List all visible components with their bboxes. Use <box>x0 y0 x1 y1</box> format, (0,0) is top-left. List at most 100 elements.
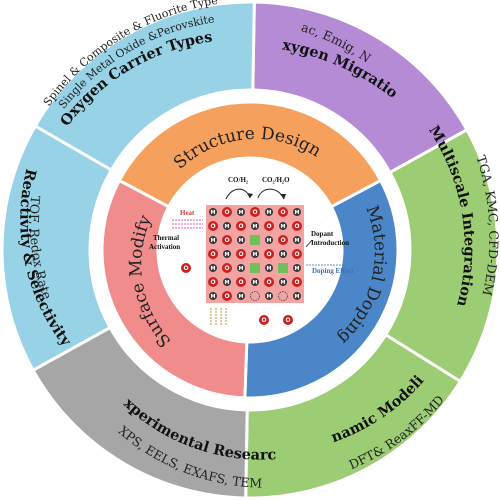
metal-atom <box>209 236 217 244</box>
metal-symbol: M <box>225 224 230 230</box>
metal-atom <box>237 264 245 272</box>
metal-symbol: M <box>281 280 286 286</box>
oxygen-symbol: O <box>224 237 229 244</box>
metal-symbol: M <box>211 266 216 272</box>
metal-atom <box>223 250 231 258</box>
metal-atom <box>209 292 217 300</box>
metal-symbol: M <box>211 210 216 216</box>
metal-symbol: M <box>267 266 272 272</box>
metal-symbol: M <box>239 266 244 272</box>
escaped-oxygen-3-symbol: O <box>285 317 290 324</box>
oxygen-atom <box>264 221 274 231</box>
oxygen-symbol: O <box>294 223 299 230</box>
metal-symbol: M <box>253 280 258 286</box>
oxygen-symbol: O <box>224 293 229 300</box>
oxygen-symbol: O <box>224 209 229 216</box>
metal-symbol: M <box>211 294 216 300</box>
oxygen-atom <box>222 291 232 301</box>
metal-atom <box>223 222 231 230</box>
oxygen-atom <box>208 277 218 287</box>
metal-symbol: M <box>253 252 258 258</box>
oxygen-atom <box>278 235 288 245</box>
metal-atom <box>265 208 273 216</box>
diffusion-arrows <box>210 307 227 325</box>
heat-arrows <box>172 219 203 229</box>
reactant-arrowhead <box>247 193 253 198</box>
oxygen-vacancy <box>250 291 260 301</box>
oxygen-atom <box>292 221 302 231</box>
oxygen-atom <box>264 249 274 259</box>
oxygen-atom <box>264 277 274 287</box>
oxygen-atom <box>222 207 232 217</box>
metal-atom <box>251 250 259 258</box>
oxygen-symbol: O <box>266 223 271 230</box>
oxygen-symbol: O <box>238 251 243 258</box>
oxygen-atom <box>236 221 246 231</box>
metal-atom <box>279 250 287 258</box>
escaped-oxygen-1-symbol: O <box>183 265 188 272</box>
escaped-oxygen-1 <box>181 263 191 273</box>
dopant-label: Dopant <box>311 230 334 238</box>
oxygen-vacancy <box>278 291 288 301</box>
metal-atom <box>209 264 217 272</box>
oxygen-atom <box>292 277 302 287</box>
dopant-site <box>250 235 260 245</box>
oxygen-symbol: O <box>238 279 243 286</box>
metal-atom <box>293 236 301 244</box>
metal-symbol: M <box>295 210 300 216</box>
oxygen-symbol: O <box>280 237 285 244</box>
product-label: CO₂/H₂O <box>262 176 290 184</box>
metal-atom <box>251 278 259 286</box>
oxygen-symbol: O <box>210 251 215 258</box>
metal-symbol: M <box>295 238 300 244</box>
oxygen-symbol: O <box>294 251 299 258</box>
metal-atom <box>251 222 259 230</box>
metal-atom <box>237 208 245 216</box>
oxygen-symbol: O <box>210 279 215 286</box>
metal-atom <box>293 208 301 216</box>
dopant-pointer <box>305 239 313 248</box>
metal-atom <box>209 208 217 216</box>
metal-symbol: M <box>267 238 272 244</box>
metal-symbol: M <box>281 252 286 258</box>
metal-atom <box>237 236 245 244</box>
oxygen-atom <box>208 221 218 231</box>
dopant-site <box>250 263 260 273</box>
oxygen-atom <box>222 263 232 273</box>
escaped-oxygen-2 <box>259 315 269 325</box>
center-illustration: M O M O M O M O M O M O M O M O M M O M O M O M O M O M O M M M O M O M O M O M… <box>149 176 354 325</box>
oxygen-symbol: O <box>266 279 271 286</box>
metal-symbol: M <box>225 280 230 286</box>
oxygen-symbol: O <box>224 265 229 272</box>
metal-symbol: M <box>295 294 300 300</box>
escaped-oxygen-3 <box>283 315 293 325</box>
metal-symbol: M <box>239 238 244 244</box>
product-arrowhead <box>280 194 286 199</box>
metal-atom <box>265 292 273 300</box>
metal-atom <box>293 264 301 272</box>
oxygen-atom <box>236 249 246 259</box>
escaped-oxygen-2-symbol: O <box>261 317 266 324</box>
metal-atom <box>265 264 273 272</box>
metal-symbol: M <box>211 238 216 244</box>
oxygen-symbol: O <box>280 209 285 216</box>
oxygen-atom <box>236 277 246 287</box>
metal-symbol: M <box>267 294 272 300</box>
dopant-site <box>278 263 288 273</box>
oxygen-symbol: O <box>238 223 243 230</box>
oxygen-atom <box>208 249 218 259</box>
metal-symbol: M <box>281 224 286 230</box>
metal-symbol: M <box>253 224 258 230</box>
metal-symbol: M <box>295 266 300 272</box>
metal-symbol: M <box>267 210 272 216</box>
metal-atom <box>237 292 245 300</box>
metal-atom <box>223 278 231 286</box>
thermal-label: Thermal <box>153 234 179 242</box>
metal-atom <box>279 278 287 286</box>
oxygen-symbol: O <box>210 223 215 230</box>
oxygen-atom <box>292 249 302 259</box>
oxygen-atom <box>250 207 260 217</box>
